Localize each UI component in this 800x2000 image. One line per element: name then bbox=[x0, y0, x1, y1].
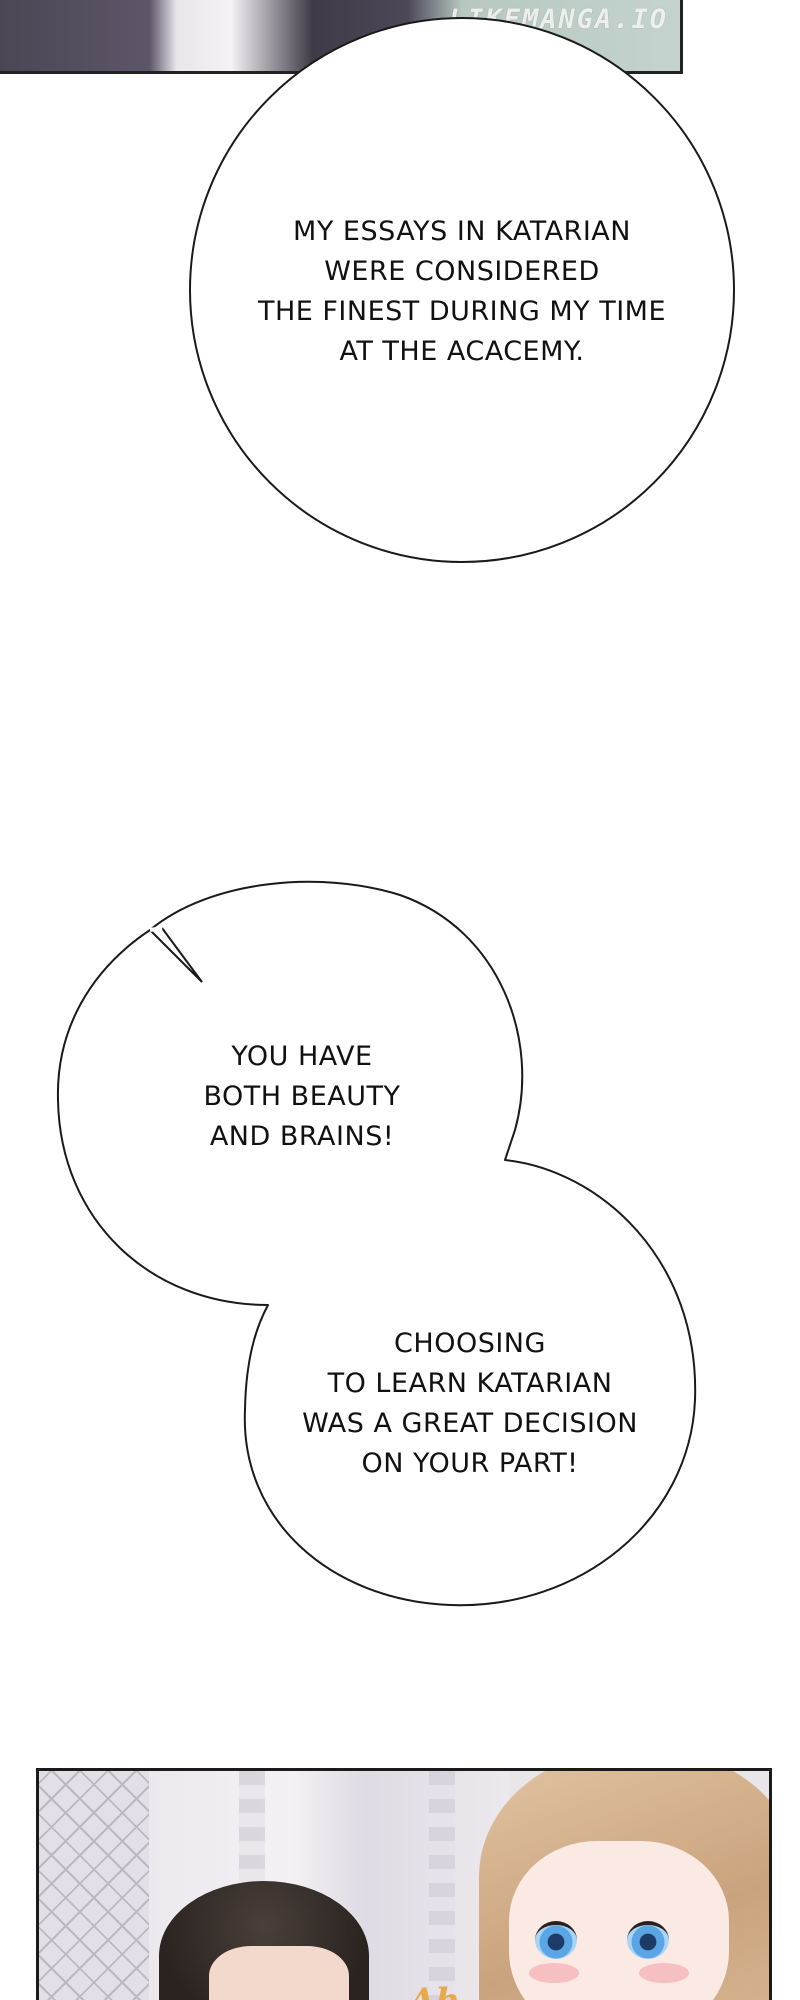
left-eye bbox=[535, 1921, 577, 1959]
bubble-line: WAS A GREAT DECISION bbox=[302, 1408, 638, 1439]
bubble-line: MY ESSAYS IN KATARIAN bbox=[293, 216, 631, 247]
speech-bubble-text-3: CHOOSING TO LEARN KATARIAN WAS A GREAT D… bbox=[270, 1324, 670, 1484]
bubble-line: WERE CONSIDERED bbox=[324, 256, 600, 287]
speech-bubble-text-1: MY ESSAYS IN KATARIAN WERE CONSIDERED TH… bbox=[212, 212, 712, 372]
right-eye bbox=[627, 1921, 669, 1959]
bubble-line: TO LEARN KATARIAN bbox=[327, 1368, 613, 1399]
speech-bubble-outline-2 bbox=[56, 880, 697, 1607]
blush bbox=[529, 1963, 579, 1983]
man-character-face bbox=[209, 1946, 349, 2000]
woman-character-face bbox=[509, 1841, 729, 2000]
bubble-line: BOTH BEAUTY bbox=[203, 1081, 401, 1112]
bubble-line: ON YOUR PART! bbox=[361, 1448, 579, 1479]
blush bbox=[639, 1963, 689, 1983]
bubble-line: AT THE ACACEMY. bbox=[339, 336, 585, 367]
bubble-line: THE FINEST DURING MY TIME bbox=[257, 296, 667, 327]
top-panel-illustration: LIKEMANGA.IO bbox=[0, 0, 683, 74]
bubble-line: CHOOSING bbox=[394, 1328, 546, 1359]
bottom-panel-illustration: Ah... bbox=[36, 1768, 772, 2000]
watermark: LIKEMANGA.IO bbox=[448, 4, 668, 35]
window-lattice bbox=[39, 1771, 149, 2000]
sound-effect-text: Ah... bbox=[409, 1981, 496, 2000]
bubble-line: AND BRAINS! bbox=[209, 1121, 395, 1152]
wall-ornament bbox=[429, 1771, 455, 2000]
speech-bubble-text-2: YOU HAVE BOTH BEAUTY AND BRAINS! bbox=[152, 1037, 452, 1157]
bubble-line: YOU HAVE bbox=[231, 1041, 373, 1072]
speech-bubble-tail bbox=[149, 927, 203, 983]
